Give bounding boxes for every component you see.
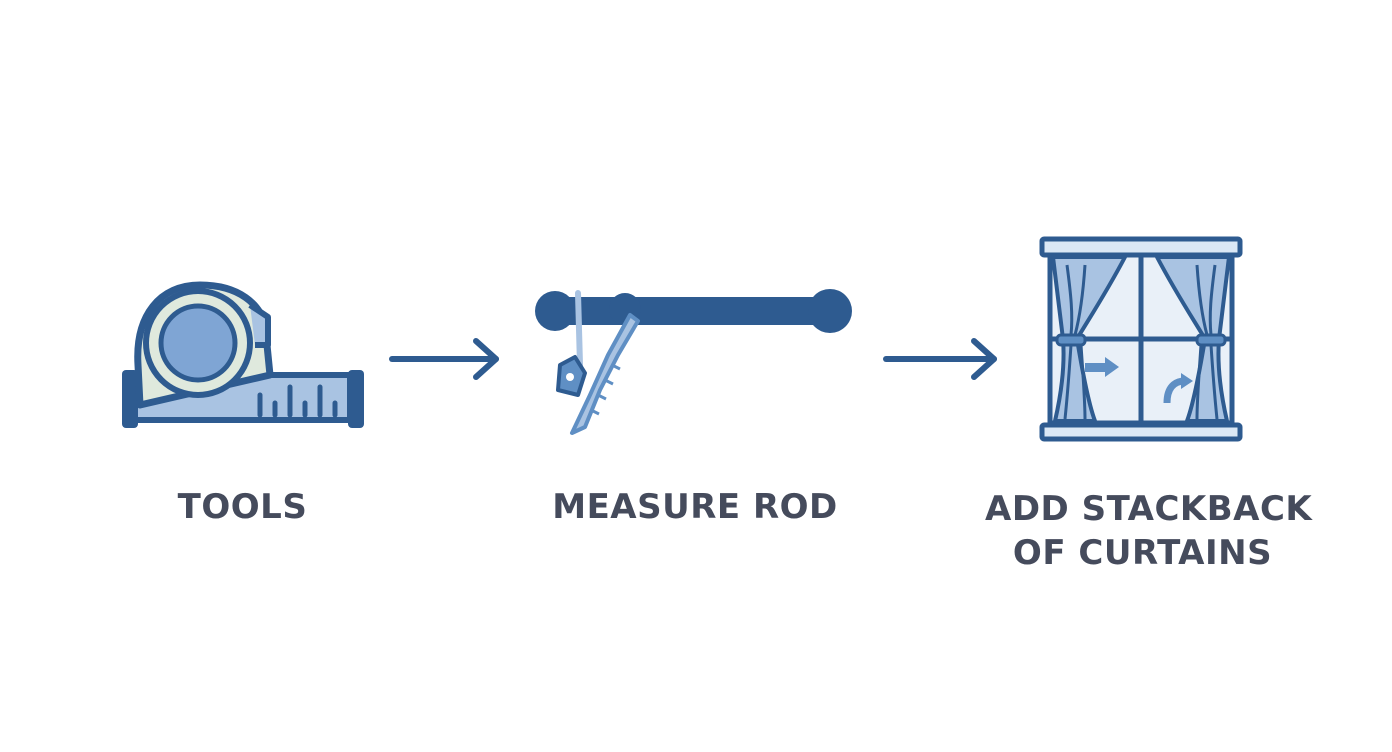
- step-label-add-stackback: ADD STACKBACK OF CURTAINS: [985, 487, 1313, 575]
- right-arrow-icon: [883, 338, 997, 380]
- step-measure-rod: MEASURE ROD: [530, 285, 860, 527]
- curtain-rod-icon: [535, 289, 852, 435]
- step-add-stackback: ADD STACKBACK OF CURTAINS: [985, 235, 1312, 573]
- right-arrow-icon: [389, 338, 499, 380]
- step-tools: TOOLS: [110, 275, 380, 527]
- connector-arrow-1: [388, 336, 503, 386]
- step-label-tools: TOOLS: [177, 487, 308, 527]
- connector-arrow-2: [882, 336, 1002, 386]
- step-label-measure-rod: MEASURE ROD: [552, 487, 838, 527]
- step-label-line-1: ADD STACKBACK: [985, 489, 1313, 529]
- step-label-line-2: OF CURTAINS: [1012, 533, 1273, 573]
- curtained-window-icon: [1039, 236, 1243, 442]
- tape-measure-icon: [122, 281, 364, 428]
